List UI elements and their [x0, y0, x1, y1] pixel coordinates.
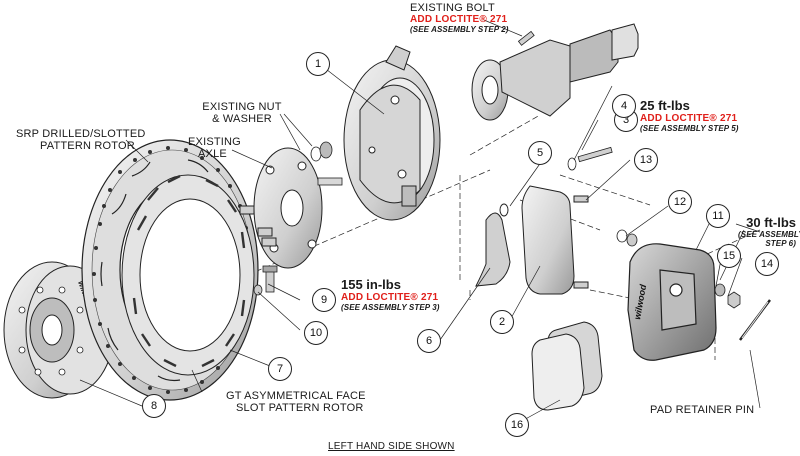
callout-15: 15: [717, 244, 741, 268]
torque-30-text: 30 ft-lbs: [746, 215, 796, 230]
callout-9: 9: [312, 288, 336, 312]
callout-8: 8: [142, 394, 166, 418]
axle-flange-part: [239, 147, 323, 269]
torque-155-loctite: ADD LOCTITE® 271: [341, 292, 439, 303]
pad-retainer-pin-part: [739, 299, 771, 341]
caliper-bolt-part: [616, 229, 638, 247]
existing-washer-text: & WASHER: [212, 113, 272, 125]
callout-1: 1: [306, 52, 330, 76]
label-torque-155: 155 in-lbs ADD LOCTITE® 271 (SEE ASSEMBL…: [341, 277, 440, 313]
label-existing-axle: EXISTING AXLE: [188, 136, 241, 160]
bleeder-screw-part: [714, 283, 741, 309]
rotor-hat-part: [3, 261, 115, 399]
torque-25-loctite: ADD LOCTITE® 271: [640, 113, 738, 124]
callout-5: 5: [528, 141, 552, 165]
label-existing-nut-washer: EXISTING NUT & WASHER: [194, 101, 290, 125]
label-existing-bolt: EXISTING BOLT ADD LOCTITE® 271 (SEE ASSE…: [410, 2, 509, 34]
srp-rotor-text-2: PATTERN ROTOR: [40, 140, 135, 152]
footer-left-hand-side: LEFT HAND SIDE SHOWN: [328, 441, 455, 452]
existing-bolt-note: (SEE ASSEMBLY STEP 2): [410, 25, 509, 34]
existing-bolt-text: EXISTING BOLT: [410, 2, 495, 14]
existing-bolt-part: [517, 30, 535, 46]
pad-retainer-pin-text: PAD RETAINER PIN: [650, 404, 755, 416]
mounting-bolt-part: [253, 265, 278, 296]
callout-13: 13: [634, 148, 658, 172]
srp-rotor-text-1: SRP DRILLED/SLOTTED: [16, 128, 146, 140]
label-srp-rotor: SRP DRILLED/SLOTTED PATTERN ROTOR: [16, 128, 146, 152]
callout-14: 14: [755, 252, 779, 276]
existing-nut-washer-part: [310, 141, 333, 162]
existing-nut-text: EXISTING NUT: [202, 101, 282, 113]
label-pad-retainer-pin: PAD RETAINER PIN: [650, 404, 754, 416]
gt-slotted-rotor-part: [121, 174, 255, 376]
gt-rotor-text-2: SLOT PATTERN ROTOR: [236, 402, 364, 414]
bracket-bolt-part: [567, 146, 613, 171]
existing-axle-text-2: AXLE: [198, 148, 227, 160]
caliper-part: [627, 243, 717, 361]
callout-7: 7: [268, 357, 292, 381]
label-gt-rotor: GT ASYMMETRICAL FACE SLOT PATTERN ROTOR: [226, 390, 366, 414]
callout-4: 4: [612, 94, 636, 118]
torque-155-note: (SEE ASSEMBLY STEP 3): [341, 303, 440, 312]
callout-10: 10: [304, 321, 328, 345]
existing-bolt-loctite: ADD LOCTITE® 271: [410, 14, 508, 25]
label-torque-25: 25 ft-lbs ADD LOCTITE® 271 (SEE ASSEMBLY…: [640, 98, 739, 134]
parking-brake-assembly-part: [343, 45, 441, 221]
axle-stud-part: [317, 177, 343, 186]
callout-11: 11: [706, 204, 730, 228]
brake-pads-part: [531, 321, 603, 411]
torque-25-text: 25 ft-lbs: [640, 98, 690, 113]
existing-axle-text-1: EXISTING: [188, 136, 241, 148]
label-torque-30-note: (SEE ASSEMBLY STEP 6): [738, 230, 800, 248]
torque-25-note: (SEE ASSEMBLY STEP 5): [640, 124, 739, 133]
gt-rotor-text-1: GT ASYMMETRICAL FACE: [226, 390, 366, 402]
callout-16: 16: [505, 413, 529, 437]
callout-12: 12: [668, 190, 692, 214]
caliper-bracket-part: [521, 185, 589, 295]
label-torque-30: 30 ft-lbs: [740, 216, 796, 230]
torque-30-note-2: STEP 6): [765, 239, 796, 248]
callout-2: 2: [490, 310, 514, 334]
torque-155-text: 155 in-lbs: [341, 277, 401, 292]
torque-30-note-1: (SEE ASSEMBLY: [738, 230, 800, 239]
bracket-shim-part: [475, 203, 511, 287]
callout-6: 6: [417, 329, 441, 353]
existing-axle-part: [471, 23, 639, 121]
